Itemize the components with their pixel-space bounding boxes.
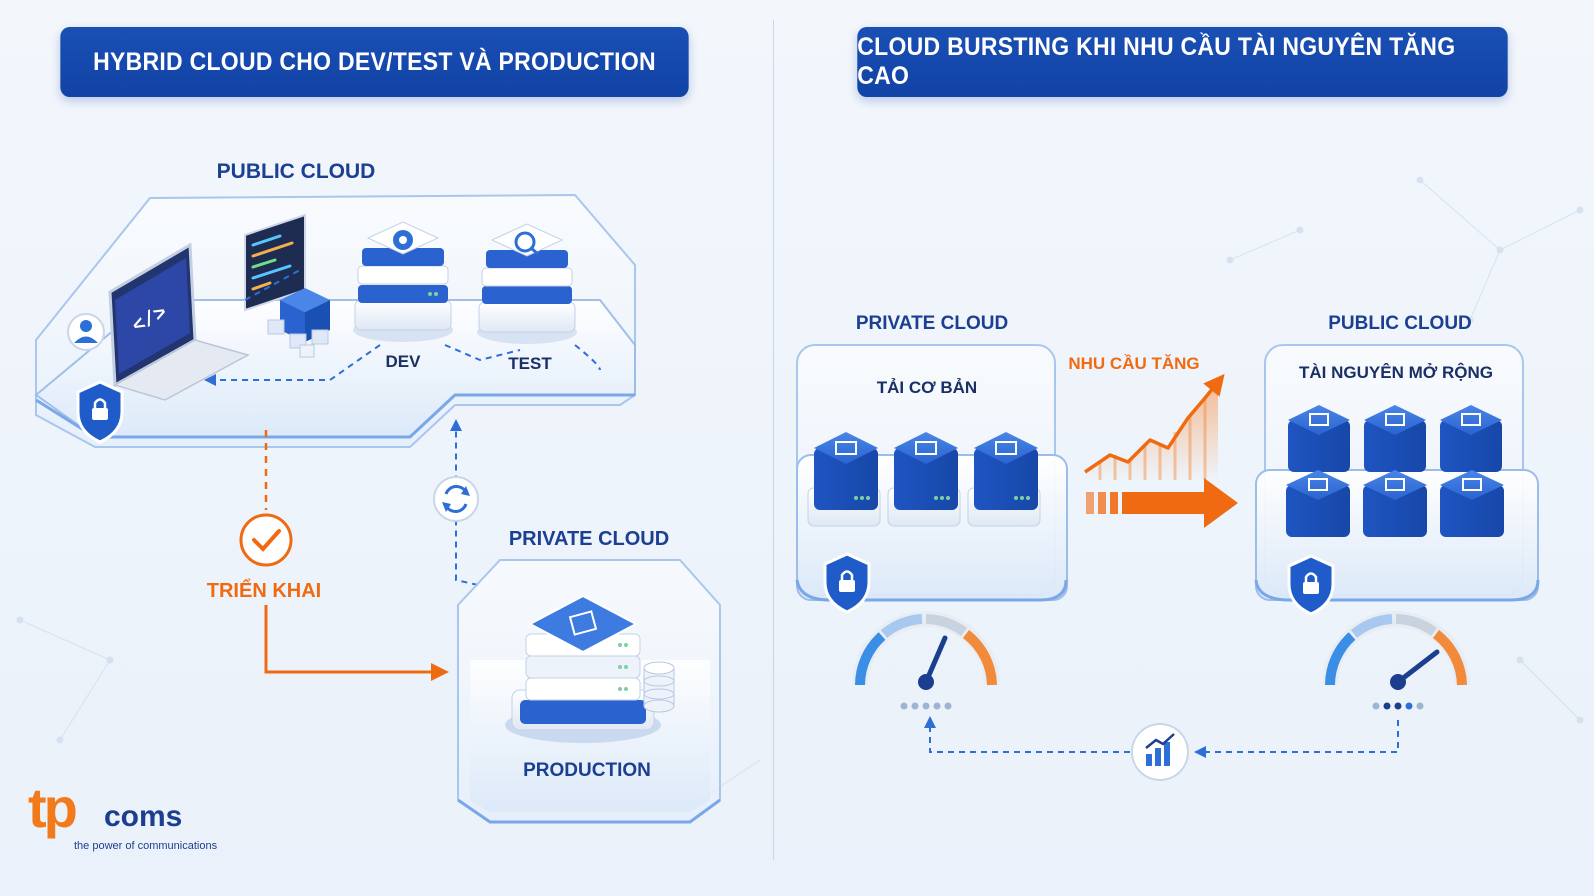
user-icon — [67, 313, 105, 351]
right-public-servers — [1286, 405, 1504, 537]
gauge-icon — [852, 611, 1000, 710]
chip-server-icon — [1440, 470, 1504, 537]
right-title-banner: CLOUD BURSTING KHI NHU CẦU TÀI NGUYÊN TĂ… — [857, 27, 1508, 97]
chip-server-icon — [887, 432, 961, 527]
private-cloud-label: PRIVATE CLOUD — [508, 528, 670, 550]
dev-server — [353, 221, 453, 342]
sync-icon — [433, 476, 479, 522]
chip-server-icon — [1363, 470, 1427, 537]
chip-server-icon — [1288, 405, 1350, 472]
laptop-icon: </> — [108, 242, 250, 401]
shield-lock-icon — [1287, 554, 1335, 616]
shield-lock-icon — [823, 552, 871, 614]
sync-flow — [433, 419, 479, 586]
right-title: CLOUD BURSTING KHI NHU CẦU TÀI NGUYÊN TĂ… — [857, 33, 1456, 90]
chip-server-icon — [807, 432, 881, 527]
expanded-resources-label: TÀI NGUYÊN MỞ RỘNG — [1299, 363, 1493, 382]
left-title-banner: HYBRID CLOUD CHO DEV/TEST VÀ PRODUCTION — [60, 27, 689, 97]
burst-arrow — [1086, 478, 1238, 528]
section-divider — [773, 20, 774, 860]
tpcoms-logo: tp coms the power of communications — [24, 780, 224, 860]
deploy-flow — [239, 430, 449, 681]
left-title: HYBRID CLOUD CHO DEV/TEST VÀ PRODUCTION — [93, 47, 656, 76]
code-cube-cluster — [267, 288, 330, 358]
logo-tp: tp — [28, 776, 78, 839]
gauge-icon — [1322, 611, 1470, 710]
search-check-icon — [514, 231, 536, 253]
right-private-cloud-label: PRIVATE CLOUD — [855, 313, 1009, 334]
demand-up-label: NHU CẦU TĂNG — [1068, 354, 1200, 373]
production-server — [505, 594, 661, 743]
logo-tagline: the power of communications — [74, 840, 218, 852]
chip-server-icon — [967, 432, 1041, 527]
test-server — [477, 223, 577, 344]
database-icon — [643, 661, 675, 713]
public-flow-lines — [204, 269, 601, 386]
public-cloud-label: PUBLIC CLOUD — [216, 160, 376, 183]
right-public-cloud-label: PUBLIC CLOUD — [1328, 313, 1472, 334]
check-circle-icon — [239, 513, 293, 567]
monitor-feedback-flow — [924, 716, 1399, 781]
shield-lock-icon — [76, 380, 124, 444]
chip-server-icon — [1364, 405, 1426, 472]
chip-server-icon — [1286, 470, 1350, 537]
chip-server-icon — [1440, 405, 1502, 472]
background-network — [16, 176, 1584, 801]
growth-chart-icon — [1084, 373, 1225, 480]
deploy-label: TRIỂN KHAI — [206, 580, 322, 602]
test-label: TEST — [508, 354, 552, 373]
dev-label: DEV — [385, 352, 421, 371]
logo-coms: coms — [104, 800, 183, 833]
right-private-servers — [807, 432, 1041, 527]
production-label: PRODUCTION — [523, 760, 651, 781]
base-load-label: TẢI CƠ BẢN — [876, 378, 978, 397]
code-window-icon — [244, 213, 306, 312]
